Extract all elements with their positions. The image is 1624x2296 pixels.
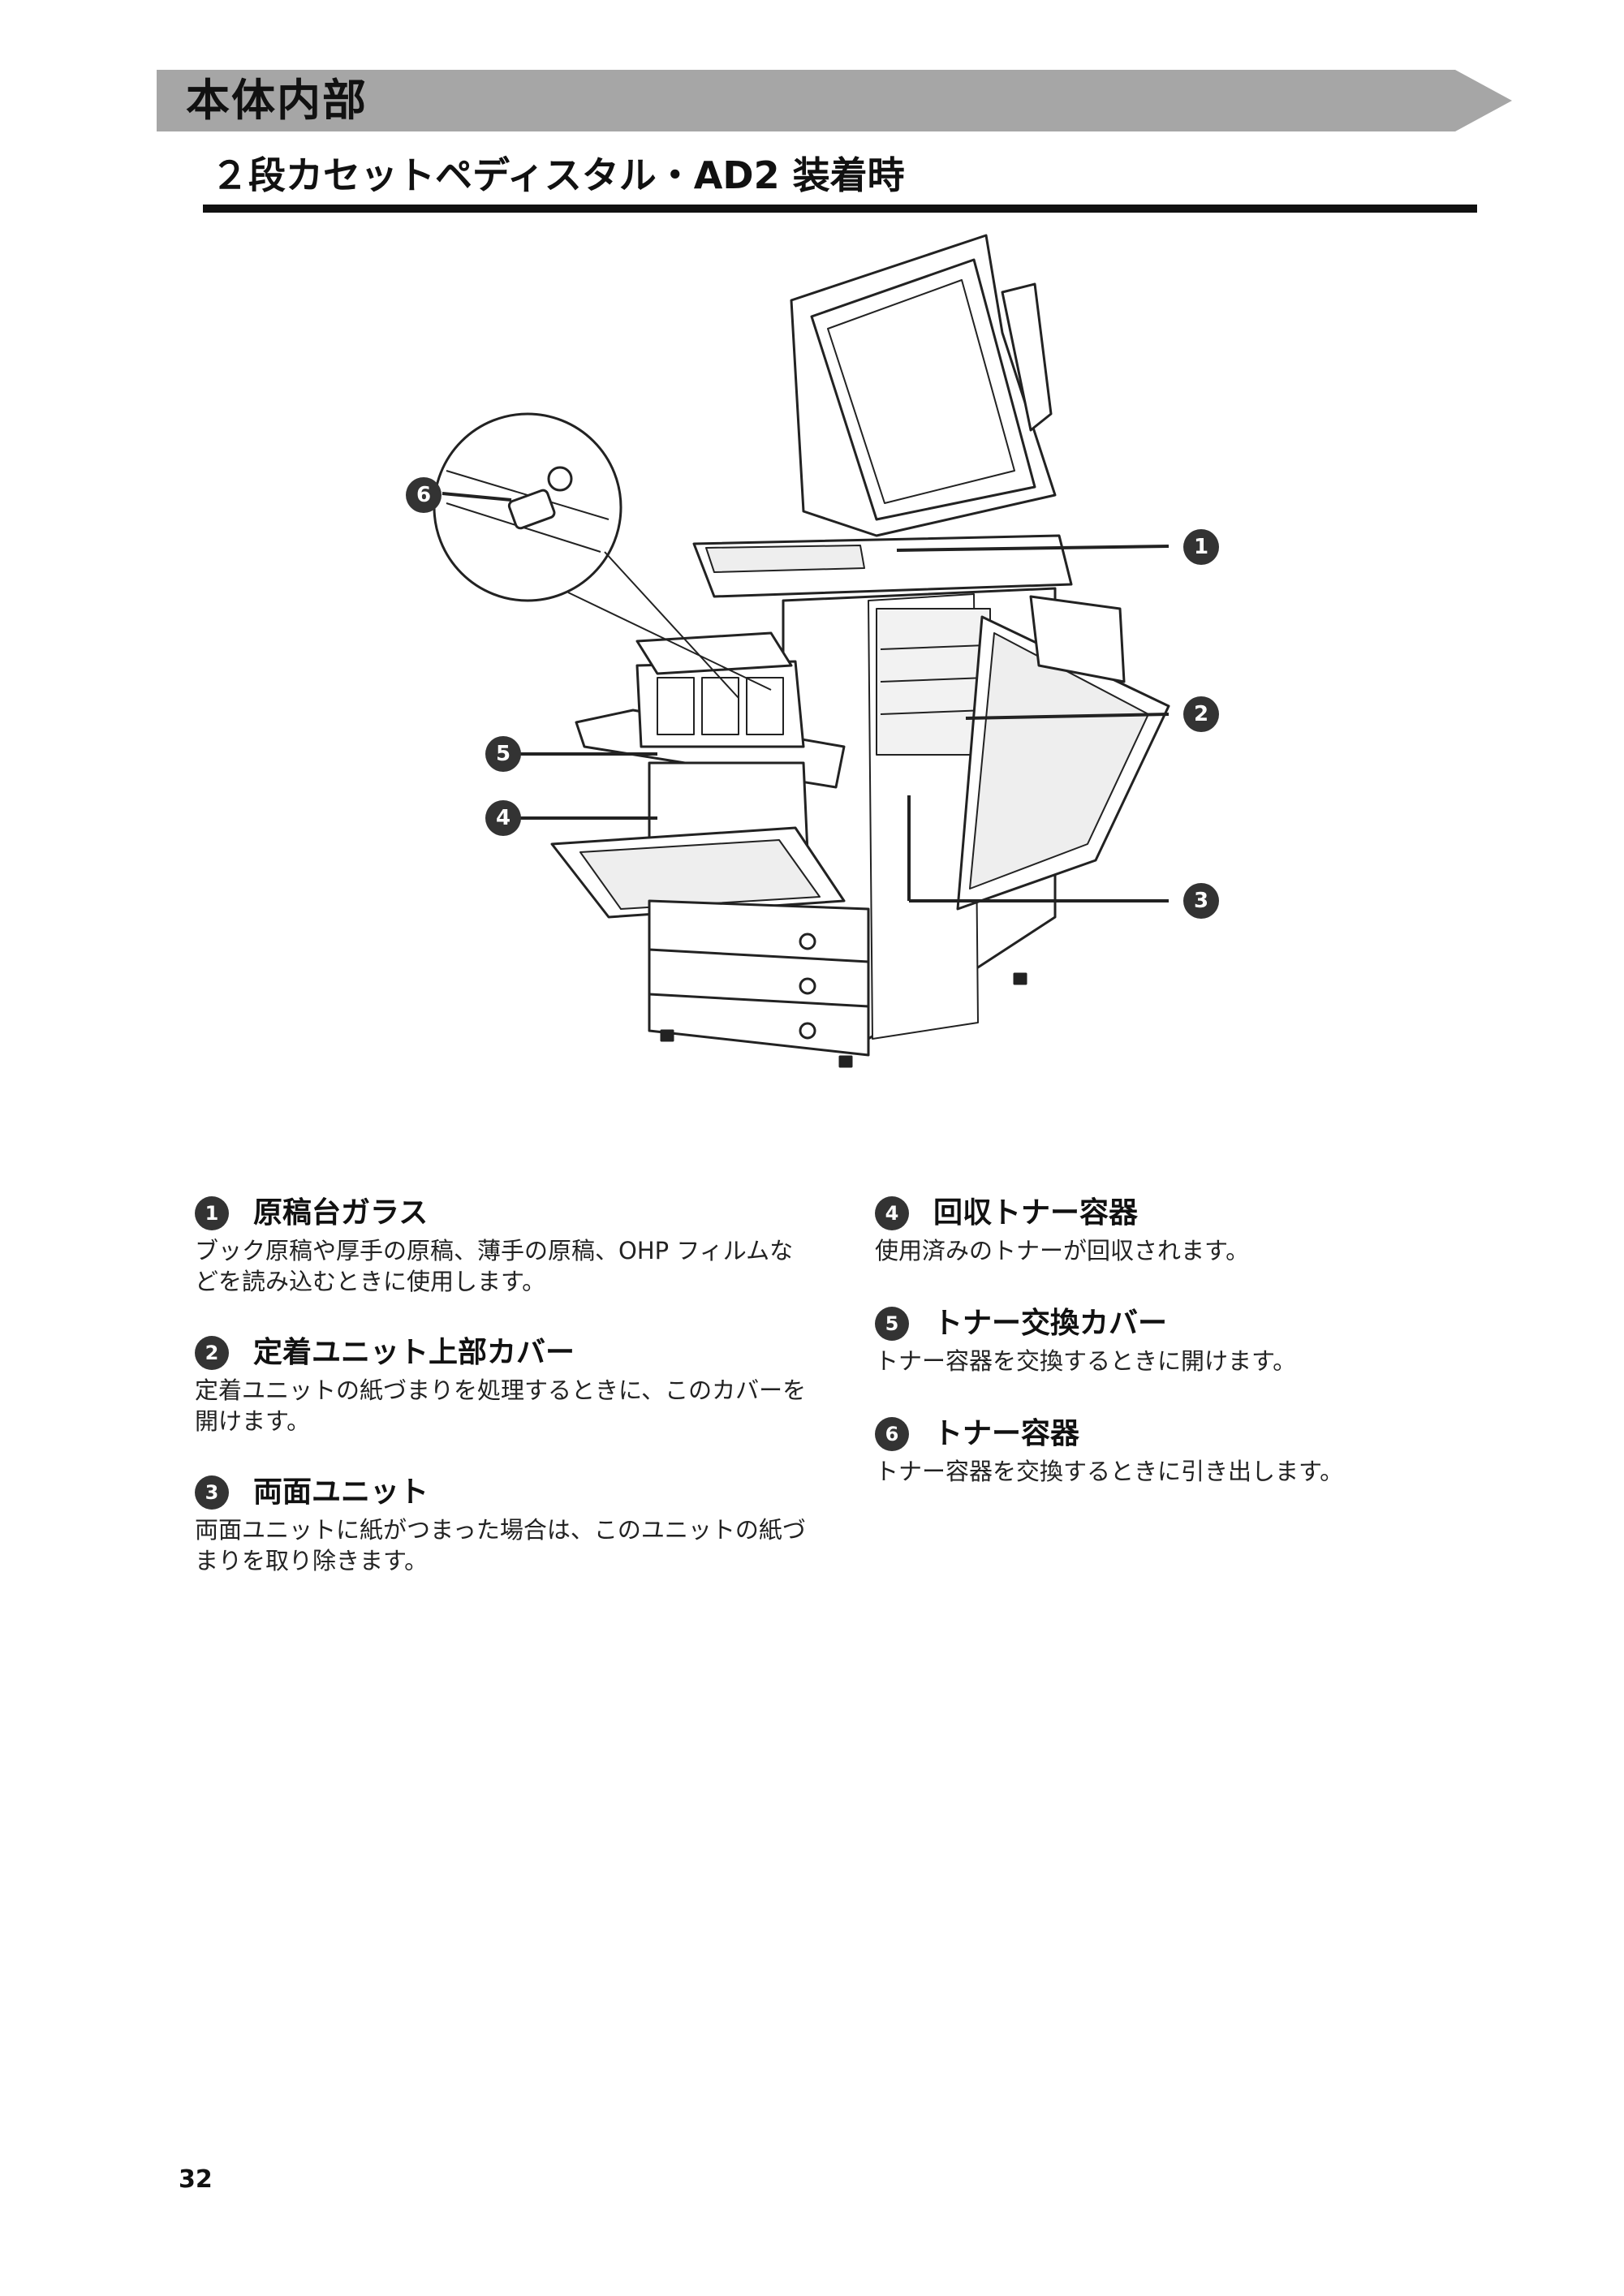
- section-title: 本体内部: [186, 75, 368, 126]
- section-banner: 本体内部: [157, 70, 1512, 131]
- item-number-badge: 2: [195, 1336, 229, 1370]
- subsection-heading: ２段カセットペディスタル・AD2 装着時: [203, 151, 1477, 213]
- item-title: 回収トナー容器: [933, 1196, 1139, 1230]
- item-number-badge: 6: [875, 1417, 909, 1451]
- item-description: ブック原稿や厚手の原稿、薄手の原稿、OHP フィルムなどを読み込むときに使用しま…: [195, 1237, 794, 1295]
- item-number-badge: 3: [195, 1475, 229, 1510]
- callout-5: 5: [485, 736, 521, 772]
- item-description: 定着ユニットの紙づまりを処理するときに、このカバーを開けます。: [195, 1376, 807, 1435]
- callout-6: 6: [406, 477, 442, 513]
- item-description: 両面ユニットに紙がつまった場合は、このユニットの紙づまりを取り除きます。: [195, 1516, 806, 1574]
- item-title: 原稿台ガラス: [253, 1196, 429, 1230]
- item-number-badge: 5: [875, 1307, 909, 1341]
- subsection-title: ２段カセットペディスタル・AD2 装着時: [211, 153, 905, 197]
- item-2: 2 定着ユニット上部カバー 定着ユニットの紙づまりを処理するときに、このカバーを…: [195, 1333, 812, 1437]
- item-4: 4 回収トナー容器 使用済みのトナーが回収されます。: [875, 1193, 1492, 1266]
- item-title: 定着ユニット上部カバー: [253, 1336, 575, 1369]
- item-number-badge: 1: [195, 1196, 229, 1230]
- copier-interior-illustration: 1 2 3 4 5 6: [390, 227, 1282, 1088]
- item-6: 6 トナー容器 トナー容器を交換するときに引き出します。: [875, 1414, 1492, 1487]
- item-description: トナー容器を交換するときに開けます。: [875, 1347, 1297, 1375]
- item-number-badge: 4: [875, 1196, 909, 1230]
- item-title: トナー容器: [933, 1417, 1080, 1450]
- item-5: 5 トナー交換カバー トナー容器を交換するときに開けます。: [875, 1303, 1492, 1376]
- callout-2: 2: [1183, 696, 1219, 732]
- item-1: 1 原稿台ガラス ブック原稿や厚手の原稿、薄手の原稿、OHP フィルムなどを読み…: [195, 1193, 812, 1297]
- item-title: トナー交換カバー: [933, 1307, 1168, 1340]
- callout-3: 3: [1183, 883, 1219, 919]
- page-number: 32: [179, 2165, 213, 2194]
- item-description: 使用済みのトナーが回収されます。: [875, 1237, 1250, 1264]
- callout-1: 1: [1183, 529, 1219, 565]
- copier-drawing: [433, 234, 1170, 1068]
- item-title: 両面ユニット: [253, 1475, 429, 1509]
- banner-arrow-shape: [157, 70, 1512, 131]
- callout-4: 4: [485, 800, 521, 836]
- item-description: トナー容器を交換するときに引き出します。: [875, 1458, 1344, 1485]
- item-3: 3 両面ユニット 両面ユニットに紙がつまった場合は、このユニットの紙づまりを取り…: [195, 1472, 812, 1576]
